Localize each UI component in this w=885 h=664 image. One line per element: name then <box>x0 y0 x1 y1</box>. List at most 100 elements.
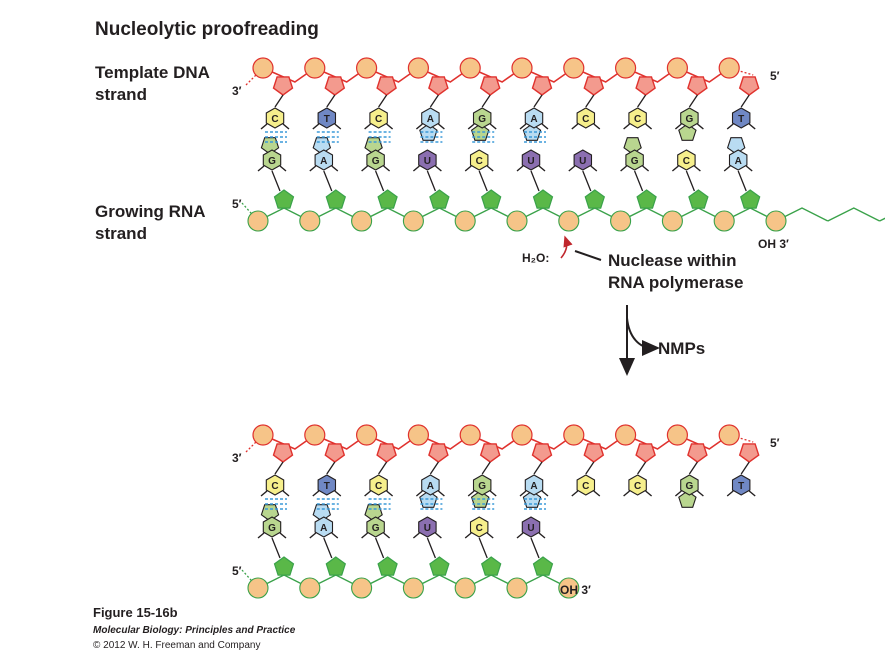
base-letter: C <box>476 523 483 534</box>
dna-sugar <box>635 76 656 96</box>
glycosidic-bond <box>582 170 592 192</box>
glycosidic-bond <box>740 461 750 475</box>
base-stem <box>516 165 524 172</box>
rna-sugar <box>429 189 450 209</box>
dna-phosphate <box>718 424 740 446</box>
base-template-1: T <box>312 107 342 130</box>
base-rna-8: C <box>671 149 701 172</box>
base-ring <box>366 149 385 171</box>
base-letter: A <box>530 481 537 492</box>
base-ring <box>366 516 385 538</box>
base-stem <box>412 532 420 539</box>
base-stem <box>645 490 653 497</box>
dna-phosphate <box>511 57 533 79</box>
base-ring <box>576 474 596 496</box>
base-letter: A <box>427 481 434 492</box>
glycosidic-bond <box>323 537 333 559</box>
glycosidic-bond <box>429 461 439 475</box>
base-template-0: C <box>260 107 290 130</box>
base-template-2: C <box>364 474 394 497</box>
dna-sugar <box>272 76 294 96</box>
glycosidic-bond <box>274 94 284 108</box>
dna-phosphate <box>511 424 533 446</box>
rna-backbone-link <box>827 207 880 222</box>
base-ring <box>680 474 699 496</box>
base-stem <box>260 490 268 497</box>
dna-phosphate <box>666 424 689 446</box>
base-stem <box>312 490 320 497</box>
dna-sugar <box>531 443 553 463</box>
base-template-5: A <box>519 474 549 508</box>
release-arrow <box>626 317 660 356</box>
base-ring <box>262 516 282 538</box>
base-letter: U <box>579 156 586 167</box>
base-letter: G <box>268 156 276 167</box>
base-stem <box>386 123 394 130</box>
base-ring <box>573 149 593 171</box>
base-letter: T <box>324 114 330 125</box>
glycosidic-bond <box>481 94 491 108</box>
base-ring <box>265 474 285 496</box>
dna-phosphate <box>614 57 637 79</box>
glycosidic-bond <box>426 170 437 192</box>
base-stem <box>257 532 265 539</box>
rna-oh3-label-top: OH 3′ <box>758 237 789 251</box>
rna-sugar <box>739 189 761 209</box>
dna-sugar <box>479 76 501 96</box>
base-stem <box>361 532 369 539</box>
base-stem <box>464 165 472 172</box>
glycosidic-bond <box>274 461 284 475</box>
base-stem <box>642 165 650 172</box>
base-ring <box>576 107 596 129</box>
base-ring <box>418 516 437 538</box>
base-stem <box>671 165 679 172</box>
base-ring <box>418 149 437 171</box>
base-letter: C <box>634 114 641 125</box>
base-stem <box>383 532 391 539</box>
base-stem <box>415 123 423 130</box>
base-template-1: T <box>312 474 342 497</box>
dna-phosphate <box>356 57 378 79</box>
glycosidic-bond <box>378 94 388 108</box>
glycosidic-bond <box>533 94 543 108</box>
rna-sugar <box>273 189 295 209</box>
rna-sugar <box>584 189 606 209</box>
base-template-0: C <box>260 474 290 497</box>
base-stem <box>538 165 546 172</box>
dna-phosphate <box>407 424 429 446</box>
rna-5prime-label-top: 5′ <box>232 197 242 211</box>
dna-phosphate <box>407 57 429 79</box>
rna-phosphate <box>351 210 373 232</box>
base-ring <box>469 149 489 171</box>
base-letter: C <box>582 481 589 492</box>
dna-sugar <box>272 443 294 463</box>
base-template-2: C <box>364 107 394 130</box>
nuclease-label-1: Nuclease within <box>608 251 736 270</box>
base-letter: C <box>375 114 382 125</box>
dna-phosphate <box>304 424 326 446</box>
base-stem <box>467 123 475 130</box>
base-stem <box>282 490 290 497</box>
template-5prime-label-bottom: 5′ <box>770 436 780 450</box>
base-ring <box>628 107 647 129</box>
base-stem <box>434 532 442 539</box>
base-ring <box>524 107 544 129</box>
base-ring <box>314 516 334 538</box>
rna-phosphate <box>402 210 424 232</box>
nuclease-pointer-line <box>574 250 602 261</box>
base-rna-5: U <box>516 149 546 172</box>
water-label: H₂O: <box>522 251 549 265</box>
base-stem <box>415 490 423 497</box>
base-ring <box>369 474 388 496</box>
base-letter: G <box>478 114 486 125</box>
base-stem <box>282 123 290 130</box>
rna-sugar <box>377 556 398 576</box>
figure-number: Figure 15-16b <box>93 605 178 620</box>
rna-phosphate <box>454 210 476 232</box>
glycosidic-bond <box>378 461 388 475</box>
glycosidic-bond <box>478 170 488 192</box>
base-stem <box>748 490 756 497</box>
